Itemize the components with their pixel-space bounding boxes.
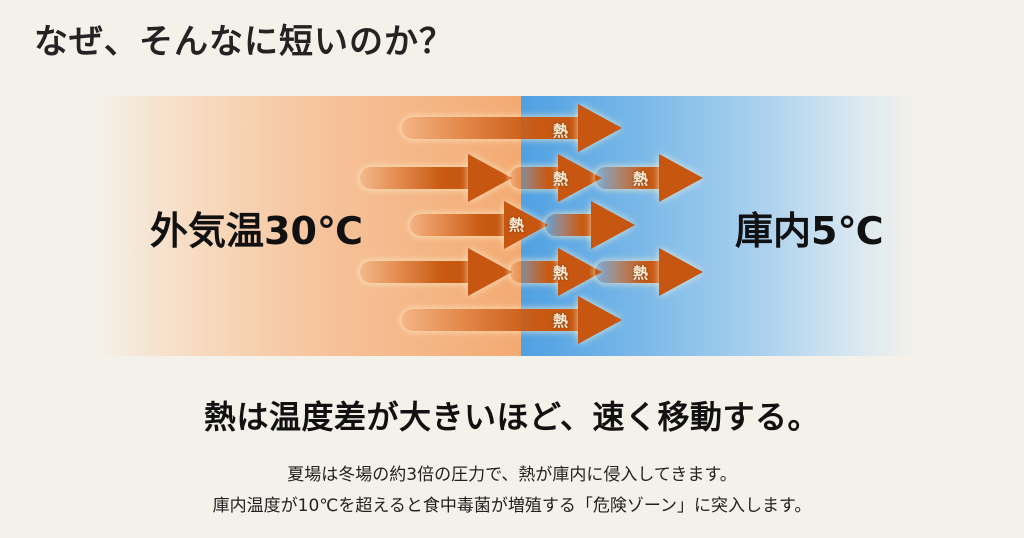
heat-arrow-row4c	[595, 248, 705, 296]
heat-arrow-row2c	[595, 154, 705, 202]
arrow-head-icon	[659, 154, 703, 202]
arrow-head-icon	[578, 104, 622, 152]
heat-arrow-row5	[402, 296, 622, 344]
arrow-head-icon	[558, 154, 602, 202]
heat-label: 熱	[553, 312, 569, 330]
arrow-head-icon	[659, 248, 703, 296]
headline: 熱は温度差が大きいほど、速く移動する。	[204, 398, 820, 436]
heat-arrow-row3a	[410, 201, 550, 249]
heat-transfer-diagram: 熱 熱 熱 熱 熱 熱 熱 外気温30℃ 庫内	[95, 96, 915, 356]
outside-temperature-label: 外気温30℃	[150, 209, 363, 253]
heat-label: 熱	[509, 216, 525, 234]
heat-arrow-row4b	[510, 248, 602, 296]
arrow-head-icon	[591, 201, 635, 249]
heat-label: 熱	[553, 122, 569, 140]
page-title: なぜ、そんなに短いのか？	[34, 22, 454, 62]
arrow-head-icon	[504, 201, 548, 249]
body-text-line1: 夏場は冬場の約3倍の圧力で、熱が庫内に侵入してきます。	[287, 465, 737, 485]
inside-temperature-label: 庫内5℃	[735, 209, 884, 253]
heat-arrow-row2b	[510, 154, 602, 202]
heat-label: 熱	[633, 170, 649, 188]
arrow-head-icon	[468, 154, 512, 202]
heat-arrow-row2a	[360, 154, 515, 202]
heat-label: 熱	[633, 264, 649, 282]
heat-arrow-row4a	[360, 248, 515, 296]
heat-arrow-row1	[402, 104, 622, 152]
body-text-line2: 庫内温度が10℃を超えると食中毒菌が増殖する「危険ゾーン」に突入します。	[212, 496, 812, 516]
arrow-head-icon	[468, 248, 512, 296]
heat-label: 熱	[553, 264, 569, 282]
heat-arrow-row3b	[545, 201, 635, 249]
heat-label: 熱	[553, 170, 569, 188]
arrow-head-icon	[578, 296, 622, 344]
arrow-head-icon	[558, 248, 602, 296]
